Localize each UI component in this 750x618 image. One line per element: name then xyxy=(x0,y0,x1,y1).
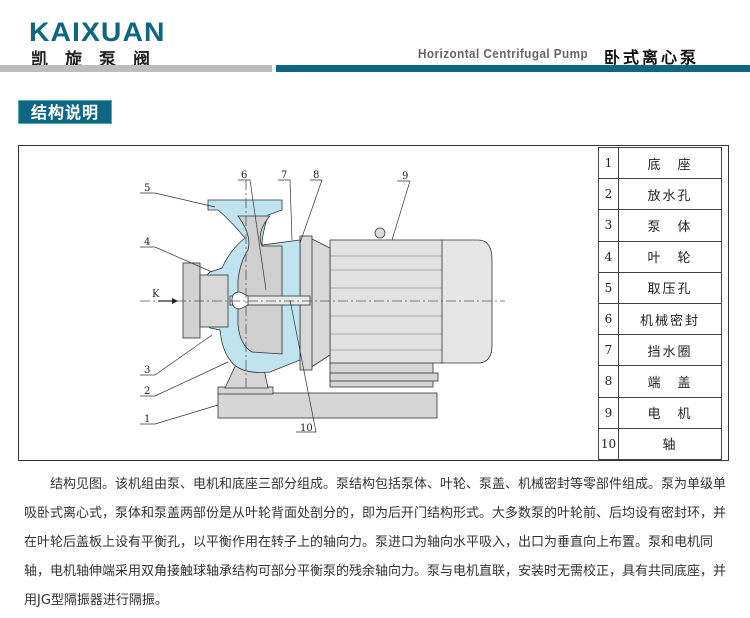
part-number: 10 xyxy=(598,427,619,460)
structure-description: 结构见图。该机组由泵、电机和底座三部分组成。泵结构包括泵体、叶轮、泵盖、机械密封… xyxy=(24,477,727,608)
callout-3: 3 xyxy=(144,365,150,376)
part-number: 7 xyxy=(598,334,619,367)
part-number: 2 xyxy=(598,178,619,211)
callout-9: 9 xyxy=(402,171,408,182)
part-number: 8 xyxy=(598,365,619,398)
motor-fan-cover xyxy=(441,239,493,364)
base xyxy=(217,392,438,419)
shaft xyxy=(229,295,311,306)
header-divider-teal xyxy=(276,65,750,72)
part-name: 端 盖 xyxy=(618,365,722,398)
callout-7: 7 xyxy=(281,170,287,181)
callout-4: 4 xyxy=(144,237,150,248)
brand-logo: KAIXUAN xyxy=(29,17,166,47)
part-name: 挡水圈 xyxy=(618,334,722,367)
callout-1: 1 xyxy=(144,414,150,425)
part-name: 底 座 xyxy=(618,146,722,180)
flow-arrow-icon xyxy=(172,298,178,304)
product-title-en: Horizontal Centrifugal Pump xyxy=(418,46,589,61)
part-number: 4 xyxy=(598,240,619,273)
callout-10: 10 xyxy=(300,423,313,434)
header-divider-gray xyxy=(0,65,272,72)
part-name: 叶 轮 xyxy=(618,240,722,273)
part-name: 取压孔 xyxy=(618,271,722,304)
inlet-label: K xyxy=(152,289,160,300)
callout-5: 5 xyxy=(144,183,150,194)
part-number: 3 xyxy=(598,209,619,242)
part-number: 6 xyxy=(598,302,619,336)
part-name: 机械密封 xyxy=(618,302,722,336)
callout-6: 6 xyxy=(241,170,247,181)
part-number: 9 xyxy=(598,396,619,429)
callout-2: 2 xyxy=(144,386,150,397)
section-title: 结构说明 xyxy=(18,100,112,124)
part-name: 放水孔 xyxy=(618,178,722,211)
part-name: 电 机 xyxy=(618,396,722,429)
inlet-flange xyxy=(182,262,201,339)
callout-8: 8 xyxy=(313,170,319,181)
product-title-cn: 卧式离心泵 xyxy=(604,48,700,67)
part-number: 5 xyxy=(598,271,619,304)
diagram-frame xyxy=(18,145,729,461)
pump-diagram: K 5 4 3 2 1 6 7 8 9 10 xyxy=(140,170,505,434)
motor-body xyxy=(329,239,444,364)
part-name: 轴 xyxy=(618,427,722,460)
part-number: 1 xyxy=(598,146,619,180)
part-name: 泵 体 xyxy=(618,209,722,242)
